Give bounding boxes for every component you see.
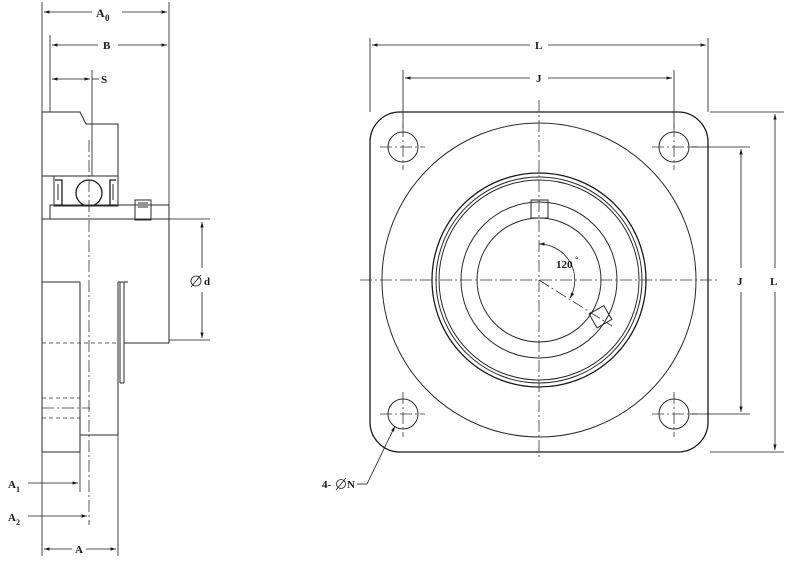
label-j-right: J — [737, 276, 743, 288]
dimension-l-right: L — [710, 111, 784, 453]
front-view: L J — [322, 38, 784, 491]
label-holes-n: N — [347, 479, 355, 491]
holes-callout: 4- N — [322, 425, 396, 491]
label-b: B — [103, 40, 111, 52]
dimension-a0: A 0 — [44, 6, 167, 23]
dimension-j-right: J — [690, 146, 750, 415]
label-a2: A — [8, 512, 16, 524]
dimension-l-top: L — [369, 38, 709, 112]
label-d: d — [204, 276, 210, 288]
set-screw-top — [530, 199, 549, 219]
label-a2-sub: 2 — [16, 518, 20, 527]
label-a0-sub: 0 — [105, 13, 110, 23]
set-screw — [134, 199, 152, 221]
housing-section — [41, 111, 119, 177]
label-angle-unit: ° — [575, 255, 578, 264]
label-angle: 120 — [556, 259, 573, 271]
set-screw-angled — [588, 304, 613, 329]
dimension-a2: A 2 — [8, 512, 87, 527]
label-a1: A — [8, 479, 16, 491]
label-s: S — [101, 74, 107, 86]
label-j-top: J — [536, 73, 542, 85]
dimension-j-top: J — [402, 70, 675, 128]
label-a: A — [75, 544, 83, 556]
dimension-s: S — [52, 74, 107, 86]
dimension-a: A — [41, 435, 119, 556]
label-a1-sub: 1 — [16, 485, 20, 494]
dimension-d: d — [169, 218, 210, 341]
label-l-top: L — [535, 40, 542, 52]
dimension-b: B — [52, 40, 167, 52]
label-a0: A — [96, 6, 105, 20]
side-view: A 0 B S — [8, 2, 210, 556]
label-l-right: L — [770, 276, 777, 288]
dimension-a1: A 1 — [8, 452, 81, 494]
label-holes: 4- — [322, 479, 332, 491]
